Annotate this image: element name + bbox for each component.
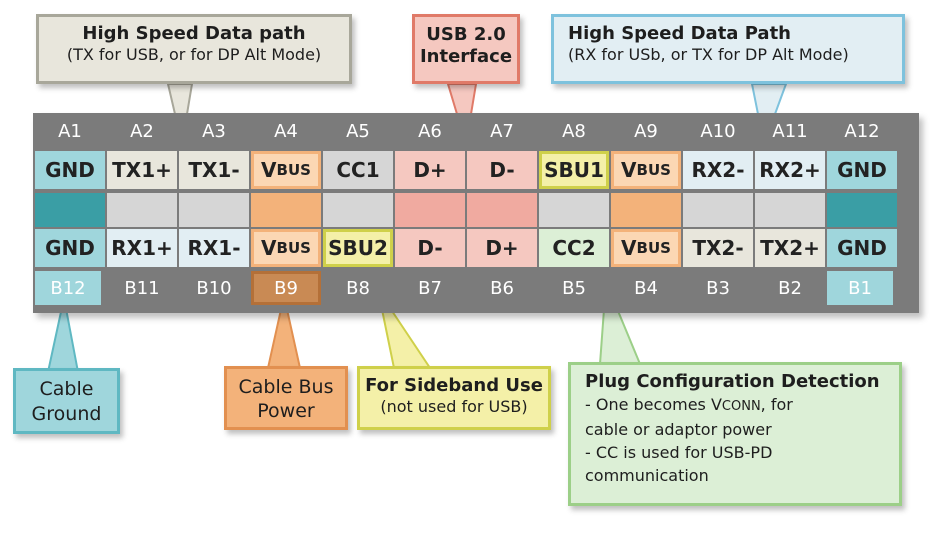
callout-plug-config-line1: - One becomes VCONN, for [585, 395, 793, 414]
pin-signal-b8: SBU2 [323, 229, 393, 267]
pin-signal-b2: TX2+ [755, 229, 825, 267]
callout-plug-config-line2: cable or adaptor power [585, 420, 772, 439]
pin-number-b4: B4 [634, 277, 658, 299]
pin-signal-b1: GND [827, 229, 897, 267]
callout-plug-config: Plug Configuration Detection - One becom… [568, 362, 902, 506]
pin-number-b8: B8 [346, 277, 370, 299]
callout-plug-config-line3: - CC is used for USB-PD [585, 443, 773, 462]
pin-number-a7: A7 [490, 120, 514, 142]
callout-cable-bus-power-line1: Cable Bus [238, 376, 334, 398]
pin-number-b3: B3 [706, 277, 730, 299]
pin-signal-b12: GND [35, 229, 105, 267]
pin-number-b11: B11 [124, 277, 160, 299]
mid-cell-12 [827, 193, 897, 227]
pin-signal-a7: D- [467, 151, 537, 189]
pin-signal-b7: D- [395, 229, 465, 267]
callout-hs-rx: High Speed Data Path (RX for USb, or TX … [551, 14, 905, 84]
pin-number-b10: B10 [196, 277, 232, 299]
callout-cable-ground: Cable Ground [13, 368, 120, 434]
pin-signal-a2: TX1+ [107, 151, 177, 189]
pin-number-b12: B12 [35, 271, 101, 305]
pin-signal-b11: RX1+ [107, 229, 177, 267]
pin-signal-a8: SBU1 [539, 151, 609, 189]
mid-cell-9 [611, 193, 681, 227]
pin-number-a8: A8 [562, 120, 586, 142]
pin-signal-b5: CC2 [539, 229, 609, 267]
pin-signal-a1: GND [35, 151, 105, 189]
callout-hs-tx-title: High Speed Data path [82, 23, 306, 44]
pin-number-a1: A1 [58, 120, 82, 142]
pin-number-a11: A11 [772, 120, 808, 142]
pin-number-a5: A5 [346, 120, 370, 142]
pin-signal-b3: TX2- [683, 229, 753, 267]
mid-cell-7 [467, 193, 537, 227]
pin-number-b6: B6 [490, 277, 514, 299]
pin-signal-b10: RX1- [179, 229, 249, 267]
callout-plug-config-title: Plug Configuration Detection [585, 371, 880, 392]
callout-sideband: For Sideband Use (not used for USB) [357, 366, 551, 430]
pin-signal-b6: D+ [467, 229, 537, 267]
callout-sideband-title: For Sideband Use [365, 375, 543, 396]
pin-number-a9: A9 [634, 120, 658, 142]
pin-signal-a12: GND [827, 151, 897, 189]
pin-number-a12: A12 [844, 120, 880, 142]
pin-signal-a10: RX2- [683, 151, 753, 189]
pin-number-b9: B9 [251, 271, 321, 305]
mid-cell-6 [395, 193, 465, 227]
pin-number-a6: A6 [418, 120, 442, 142]
mid-cell-11 [755, 193, 825, 227]
callout-plug-config-line4: communication [585, 466, 709, 485]
mid-cell-10 [683, 193, 753, 227]
mid-cell-1 [35, 193, 105, 227]
callout-sideband-subtitle: (not used for USB) [380, 397, 528, 416]
pin-signal-a6: D+ [395, 151, 465, 189]
callout-cable-ground-line1: Cable [39, 378, 94, 400]
callout-usb2: USB 2.0 Interface [412, 14, 520, 84]
pin-signal-a5: CC1 [323, 151, 393, 189]
pin-signal-a11: RX2+ [755, 151, 825, 189]
pin-number-a2: A2 [130, 120, 154, 142]
callout-cable-bus-power-line2: Power [257, 400, 315, 422]
pin-number-b1: B1 [827, 271, 893, 305]
pin-number-a4: A4 [274, 120, 298, 142]
mid-cell-2 [107, 193, 177, 227]
callout-usb2-line2: Interface [419, 46, 513, 67]
callout-hs-tx: High Speed Data path (TX for USB, or for… [36, 14, 352, 84]
callout-hs-rx-subtitle: (RX for USb, or TX for DP Alt Mode) [568, 45, 849, 64]
callout-cable-bus-power: Cable Bus Power [224, 366, 348, 430]
mid-cell-5 [323, 193, 393, 227]
pin-number-a3: A3 [202, 120, 226, 142]
mid-cell-3 [179, 193, 249, 227]
pin-number-b5: B5 [562, 277, 586, 299]
mid-cell-4 [251, 193, 321, 227]
pin-signal-a3: TX1- [179, 151, 249, 189]
callout-usb2-line1: USB 2.0 [426, 24, 506, 45]
pin-number-b7: B7 [418, 277, 442, 299]
pin-number-b2: B2 [778, 277, 802, 299]
mid-cell-8 [539, 193, 609, 227]
callout-hs-rx-title: High Speed Data Path [568, 23, 791, 44]
pin-number-a10: A10 [700, 120, 736, 142]
callout-cable-ground-line2: Ground [31, 403, 102, 425]
callout-hs-tx-subtitle: (TX for USB, or for DP Alt Mode) [66, 45, 322, 64]
